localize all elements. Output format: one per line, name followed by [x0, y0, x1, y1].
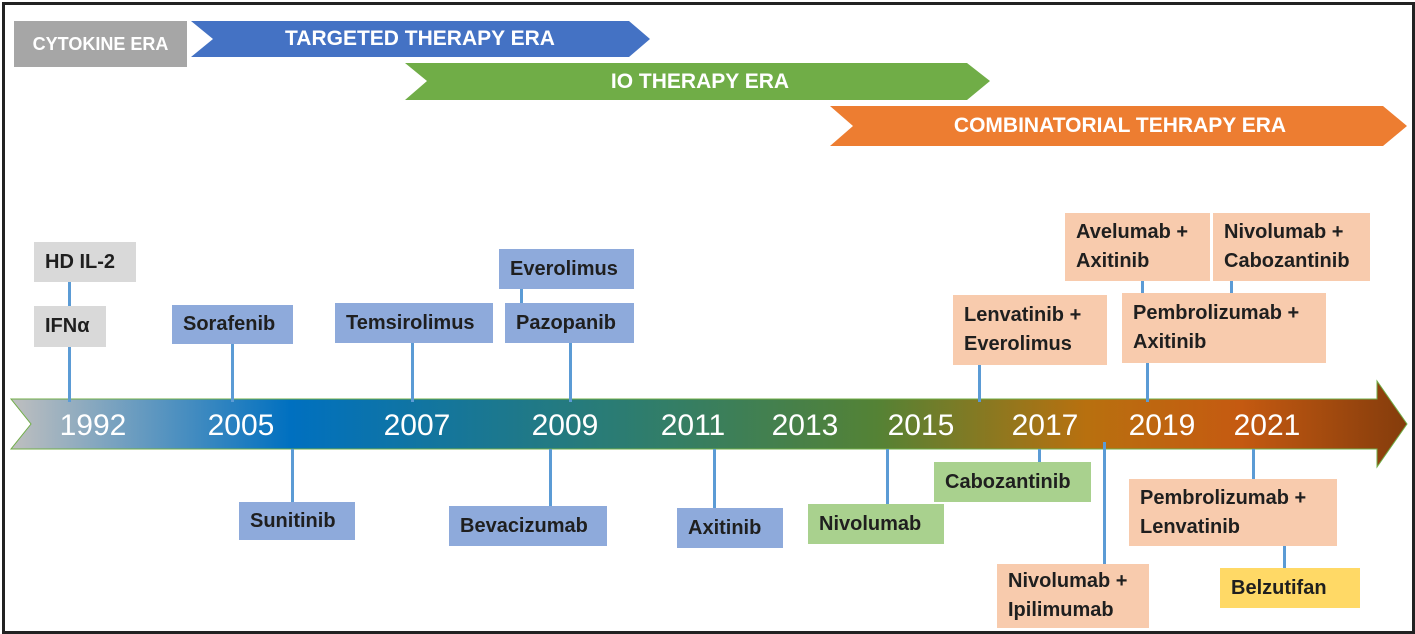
era-arrows-layer — [9, 21, 1408, 469]
combinatorial-era-label: COMBINATORIAL TEHRAPY ERA — [953, 114, 1287, 137]
drug-box-pembrolizumab-axitinib: Pembrolizumab + Axitinib — [1122, 293, 1326, 363]
connector-line — [569, 343, 572, 402]
drug-box-cabozantinib: Cabozantinib — [934, 462, 1091, 502]
drug-box-nivolumab-ipilimumab: Nivolumab + Ipilimumab — [997, 564, 1149, 628]
drug-box-avelumab-axitinib: Avelumab + Axitinib — [1065, 213, 1210, 281]
connector-line — [68, 282, 71, 306]
drug-box-axitinib: Axitinib — [677, 508, 783, 548]
connector-line — [886, 449, 889, 507]
drug-box-hd-il2: HD IL-2 — [34, 242, 136, 282]
drug-box-sorafenib: Sorafenib — [172, 305, 293, 344]
drug-box-everolimus: Everolimus — [499, 249, 634, 289]
drug-box-temsirolimus: Temsirolimus — [335, 303, 493, 343]
connector-line — [291, 449, 294, 505]
year-2013: 2013 — [771, 409, 839, 442]
combinatorial-era-arrow — [830, 106, 1407, 146]
connector-line — [978, 365, 981, 402]
connector-line — [1252, 449, 1255, 479]
cytokine-era-block: CYTOKINE ERA — [14, 21, 187, 67]
year-2007: 2007 — [383, 409, 451, 442]
cytokine-era-label: CYTOKINE ERA — [32, 33, 169, 54]
targeted-era-label: TARGETED THERAPY ERA — [285, 27, 555, 50]
timeline-arrow — [9, 379, 1408, 469]
drug-box-pazopanib: Pazopanib — [505, 303, 634, 343]
connector-line — [549, 449, 552, 509]
drug-box-belzutifan: Belzutifan — [1220, 568, 1360, 608]
drug-box-pembrolizumab-lenvatinib: Pembrolizumab + Lenvatinib — [1129, 479, 1337, 546]
targeted-era-arrow — [191, 21, 650, 57]
year-2009: 2009 — [531, 409, 599, 442]
connector-line — [1103, 442, 1106, 564]
io-era-label: IO THERAPY ERA — [610, 69, 790, 93]
drug-box-sunitinib: Sunitinib — [239, 502, 355, 540]
year-1992: 1992 — [59, 409, 127, 442]
drug-box-nivolumab: Nivolumab — [808, 504, 944, 544]
drug-box-lenvatinib-everolimus: Lenvatinib + Everolimus — [953, 295, 1107, 365]
io-era-arrow — [405, 63, 990, 100]
year-2011: 2011 — [660, 409, 726, 442]
connector-line — [520, 289, 523, 309]
connector-line — [68, 347, 71, 402]
connector-line — [1038, 449, 1041, 465]
connector-line — [1230, 281, 1233, 295]
year-2015: 2015 — [887, 409, 955, 442]
connector-line — [1141, 281, 1144, 295]
year-2019: 2019 — [1128, 409, 1196, 442]
drug-box-nivolumab-cabozantinib: Nivolumab + Cabozantinib — [1213, 213, 1370, 281]
connector-line — [231, 344, 234, 402]
year-2021: 2021 — [1233, 409, 1301, 442]
connector-line — [1283, 546, 1286, 568]
year-2017: 2017 — [1011, 409, 1079, 442]
connector-line — [1146, 363, 1149, 402]
connector-line — [411, 343, 414, 402]
year-2005: 2005 — [207, 409, 275, 442]
connector-line — [713, 449, 716, 511]
drug-box-bevacizumab: Bevacizumab — [449, 506, 607, 546]
drug-box-ifna: IFNα — [34, 306, 106, 347]
